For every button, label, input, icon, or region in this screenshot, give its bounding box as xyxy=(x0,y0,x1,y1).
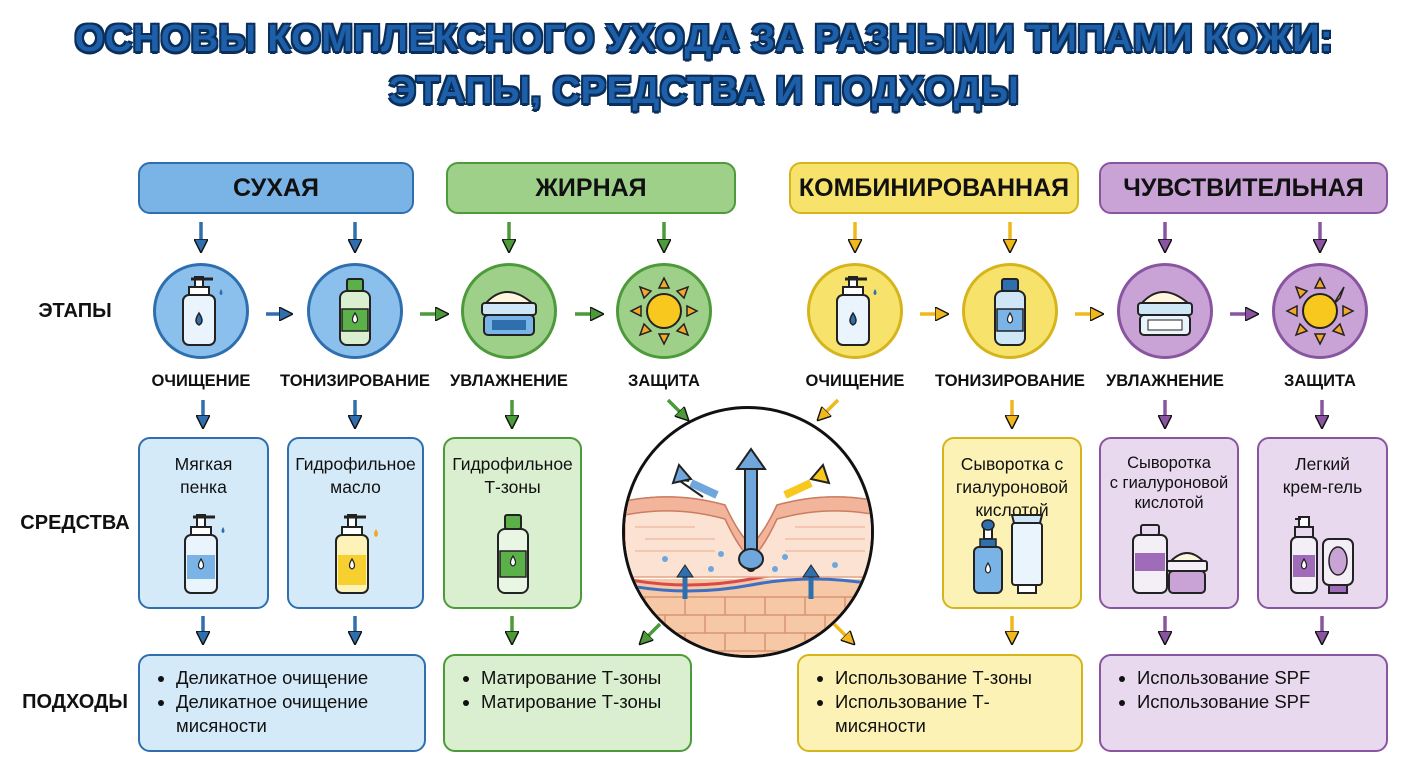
approach-item: Деликатное очищение мисяности xyxy=(176,690,414,738)
tool-text: Гидрофильное Т-зоны xyxy=(452,454,573,497)
cream-jar-icon xyxy=(481,291,537,336)
stage-circle-moisturizing-2 xyxy=(1117,263,1213,359)
pump-bottle-icon xyxy=(183,514,224,594)
tool-box-light-gel-cream: Легкий крем-гель xyxy=(1257,437,1388,609)
stage-label-protection-2: ЗАЩИТА xyxy=(1284,372,1356,390)
sun-icon xyxy=(1285,276,1355,346)
stage-circle-protection-1 xyxy=(616,263,712,359)
approach-item: Матирование Т-зоны xyxy=(481,666,680,690)
sun-icon xyxy=(629,276,699,346)
toner-bottle-icon xyxy=(339,278,371,346)
header-dry-skin: СУХАЯ xyxy=(138,162,414,214)
approach-box-dry: Деликатное очищение Деликатное очищение … xyxy=(138,654,426,752)
cream-jar-icon xyxy=(1137,291,1193,336)
stage-circle-toning-1 xyxy=(307,263,403,359)
row-label-stages: ЭТАПЫ xyxy=(38,300,112,322)
approach-item: Использование SPF xyxy=(1137,666,1376,690)
pump-bottle-icon xyxy=(836,276,877,346)
header-oily-skin: ЖИРНАЯ xyxy=(446,162,736,214)
approach-box-oily: Матирование Т-зоны Матирование Т-зоны xyxy=(443,654,692,752)
tool-text: Сыворотка с гиалуроновой кислотой xyxy=(1109,454,1229,512)
tool-box-hyaluronic-serum-2: Сыворотка с гиалуроновой кислотой xyxy=(1099,437,1239,609)
serum-and-tube-icon xyxy=(973,514,1044,594)
bottle-and-jar-icon xyxy=(1132,524,1208,594)
approach-item: Использование Т-зоны xyxy=(835,666,1071,690)
stage-label-protection-1: ЗАЩИТА xyxy=(628,372,700,390)
spray-and-tube-icon xyxy=(1289,516,1354,594)
tool-text: Мягкая пенка xyxy=(174,454,233,497)
approach-item: Использование SPF xyxy=(1137,690,1376,714)
approach-item: Матирование Т-зоны xyxy=(481,690,680,714)
row-label-tools: СРЕДСТВА xyxy=(20,512,130,534)
approach-box-combination: Использование Т-зоны Использование Т-мис… xyxy=(797,654,1083,752)
stage-label-cleansing-1: ОЧИЩЕНИЕ xyxy=(151,372,251,390)
tool-box-hyaluronic-serum-1: Сыворотка с гиалуроновой кислотой xyxy=(942,437,1082,609)
row-label-approaches: ПОДХОДЫ xyxy=(22,691,128,713)
stage-circle-cleansing-2 xyxy=(807,263,903,359)
tool-box-hydrophilic-tzone: Гидрофильное Т-зоны xyxy=(443,437,582,609)
toner-bottle-icon xyxy=(496,514,529,594)
stage-circle-protection-2 xyxy=(1272,263,1368,359)
toner-bottle-icon xyxy=(994,278,1026,346)
header-combination-skin: КОМБИНИРОВАННАЯ xyxy=(789,162,1079,214)
oil-pump-icon xyxy=(334,514,378,594)
tool-box-soft-foam: Мягкая пенка xyxy=(138,437,269,609)
stage-label-moisturizing-2: УВЛАЖНЕНИЕ xyxy=(1106,372,1224,390)
pump-bottle-icon xyxy=(182,276,223,346)
stage-circle-moisturizing-1 xyxy=(461,263,557,359)
tool-text: Гидрофильное масло xyxy=(295,454,416,497)
approach-item: Использование Т-мисяности xyxy=(835,690,1071,738)
stage-label-toning-2: ТОНИЗИРОВАНИЕ xyxy=(935,372,1085,390)
approach-box-sensitive: Использование SPF Использование SPF xyxy=(1099,654,1388,752)
stage-circle-cleansing-1 xyxy=(153,263,249,359)
stage-label-moisturizing-1: УВЛАЖНЕНИЕ xyxy=(450,372,568,390)
tool-text: Сыворотка с гиалуроновой кислотой xyxy=(955,454,1069,520)
stage-label-toning-1: ТОНИЗИРОВАНИЕ xyxy=(280,372,430,390)
stage-label-cleansing-2: ОЧИЩЕНИЕ xyxy=(805,372,905,390)
tool-box-cleansing-oil: Гидрофильное масло xyxy=(287,437,424,609)
stage-circle-toning-2 xyxy=(962,263,1058,359)
tool-text: Легкий крем-гель xyxy=(1282,454,1363,497)
page-title-line-2: ЭТАПЫ, СРЕДСТВА И ПОДХОДЫ xyxy=(388,70,1020,112)
page-title-line-1: ОСНОВЫ КОМПЛЕКСНОГО УХОДА ЗА РАЗНЫМИ ТИП… xyxy=(74,18,1334,60)
header-sensitive-skin: ЧУВСТВИТЕЛЬНАЯ xyxy=(1099,162,1388,214)
approach-item: Деликатное очищение xyxy=(176,666,414,690)
